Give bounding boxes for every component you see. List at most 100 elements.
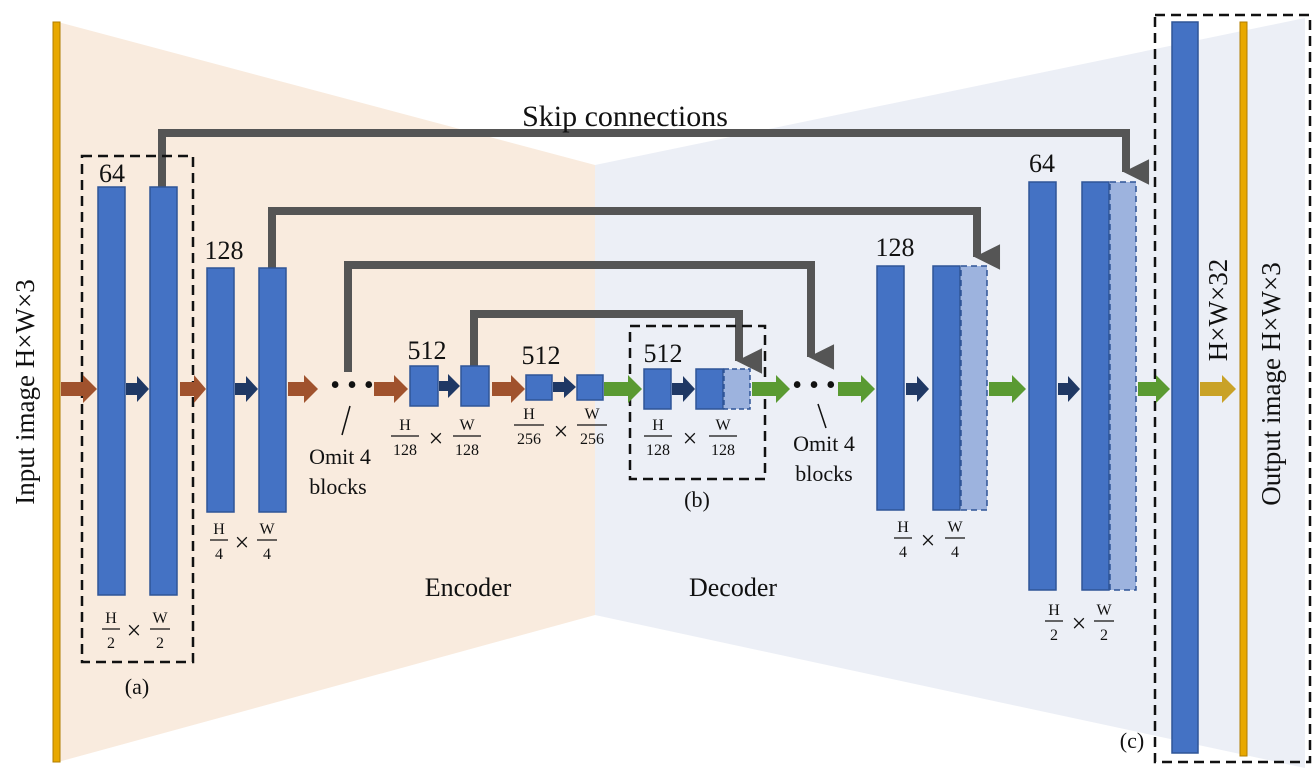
channels-128-encoder: 128 [205,236,244,265]
group-tag-b: (b) [684,487,710,512]
arrow-enc-down-3 [374,375,408,403]
size-label-enc-half: H 2 × W 2 [102,610,170,652]
encoder-arrows [61,375,525,403]
skip-connection-128 [268,207,1001,270]
times-sign: × [235,528,250,557]
block-enc-512-2 [460,365,490,407]
channels-512-decoder: 512 [644,339,683,368]
fraction-numerator: W [584,406,600,423]
arrow-dec-up-2 [752,375,790,403]
fraction-numerator: W [715,417,731,434]
times-sign: × [683,424,698,453]
output-image-label: Output image H×W×3 [1256,262,1286,505]
fraction-denominator: 2 [1100,627,1108,644]
block-final-32 [1171,21,1199,754]
times-sign: × [429,424,444,453]
decoder-blocks [643,21,1199,754]
omit-dots-decoder: • • • [792,370,835,401]
block-dec-64-2 [1081,181,1110,591]
arrow-conv-dec-512 [672,376,695,402]
fraction-denominator: 4 [899,544,907,561]
omit-label-decoder-line2: blocks [795,461,852,486]
block-enc-512-3 [525,374,553,401]
skip-connection-64 [158,129,1150,190]
fraction-numerator: W [947,519,963,536]
arrow-conv-256 [553,376,576,398]
block-dec-512-concat [723,368,751,410]
fraction-numerator: W [152,610,168,627]
fraction-denominator: 128 [455,442,479,459]
block-dec-128-2 [932,265,961,511]
arrow-conv-512 [439,374,460,398]
fraction-denominator: 2 [107,635,115,652]
final-feature-label: H×W×32 [1203,259,1233,361]
size-label-dec-half: H 2 × W 2 [1045,602,1114,644]
times-sign: × [554,417,569,446]
fraction-denominator: 4 [951,544,959,561]
arrow-input [61,375,97,403]
arrow-enc-down-1 [180,375,206,403]
arrow-dec-up-1 [604,375,642,403]
channels-64-encoder: 64 [99,159,125,188]
decoder-arrows [604,375,1170,403]
fraction-numerator: H [523,406,535,423]
arrow-dec-up-3 [838,375,875,403]
arrow-conv-dec-64 [1058,376,1080,402]
block-dec-64-1 [1028,181,1057,591]
conv-arrows [126,374,1080,402]
fraction-denominator: 128 [393,442,417,459]
channels-64-decoder: 64 [1029,149,1055,178]
block-enc-64-2 [149,186,178,596]
omit-pointer-decoder [817,403,827,429]
group-box-a [80,154,195,664]
block-dec-512-1 [643,368,672,410]
fraction-denominator: 2 [1050,627,1058,644]
fraction-denominator: 128 [646,442,670,459]
fraction-numerator: H [213,521,225,538]
arrow-conv-128 [235,376,258,402]
omit-pointer-encoder [341,405,351,436]
arrow-conv-64 [126,376,149,402]
size-label-enc-quarter: H 4 × W 4 [210,521,277,563]
fraction-denominator: 256 [517,431,541,448]
block-enc-512-1 [409,365,439,407]
block-dec-64-concat [1109,181,1137,591]
block-enc-64-1 [97,186,126,596]
fraction-numerator: W [1096,602,1112,619]
arrow-conv-dec-128 [906,376,929,402]
block-dec-128-concat [960,265,988,511]
arrow-enc-down-2 [288,375,318,403]
input-image-bar [52,21,61,763]
encoder-label: Encoder [425,573,512,602]
block-dec-512-2 [695,368,724,410]
skip-connection-512 [470,310,763,374]
block-enc-128-2 [258,267,287,513]
input-image-label: Input image H×W×3 [10,279,40,504]
skip-connections [158,129,1150,374]
fraction-denominator: 2 [156,635,164,652]
fraction-numerator: W [459,417,475,434]
omit-dots-encoder: • • • [330,370,373,401]
omit-label-encoder-line2: blocks [309,474,366,499]
channels-128-decoder: 128 [876,233,915,262]
omit-label-decoder-line1: Omit 4 [793,431,855,456]
arrow-output [1200,375,1236,403]
fraction-denominator: 4 [215,546,223,563]
block-enc-512-4 [576,374,604,401]
times-sign: × [127,616,142,645]
fraction-numerator: H [105,610,117,627]
size-label-256: H 256 × W 256 [514,406,607,448]
block-dec-128-1 [876,265,905,511]
group-tag-c: (c) [1120,728,1144,753]
output-image-bar [1239,21,1248,757]
skip-connection-omit [344,261,835,372]
fraction-denominator: 256 [580,431,604,448]
arrow-dec-up-5 [1138,375,1170,403]
size-label-enc-128: H 128 × W 128 [391,417,481,459]
size-label-dec-128: H 128 × W 128 [644,417,737,459]
arrow-enc-down-4 [492,375,525,403]
decoder-label: Decoder [689,573,777,602]
omit-label-encoder-line1: Omit 4 [309,444,371,469]
encoder-blocks [97,186,604,596]
